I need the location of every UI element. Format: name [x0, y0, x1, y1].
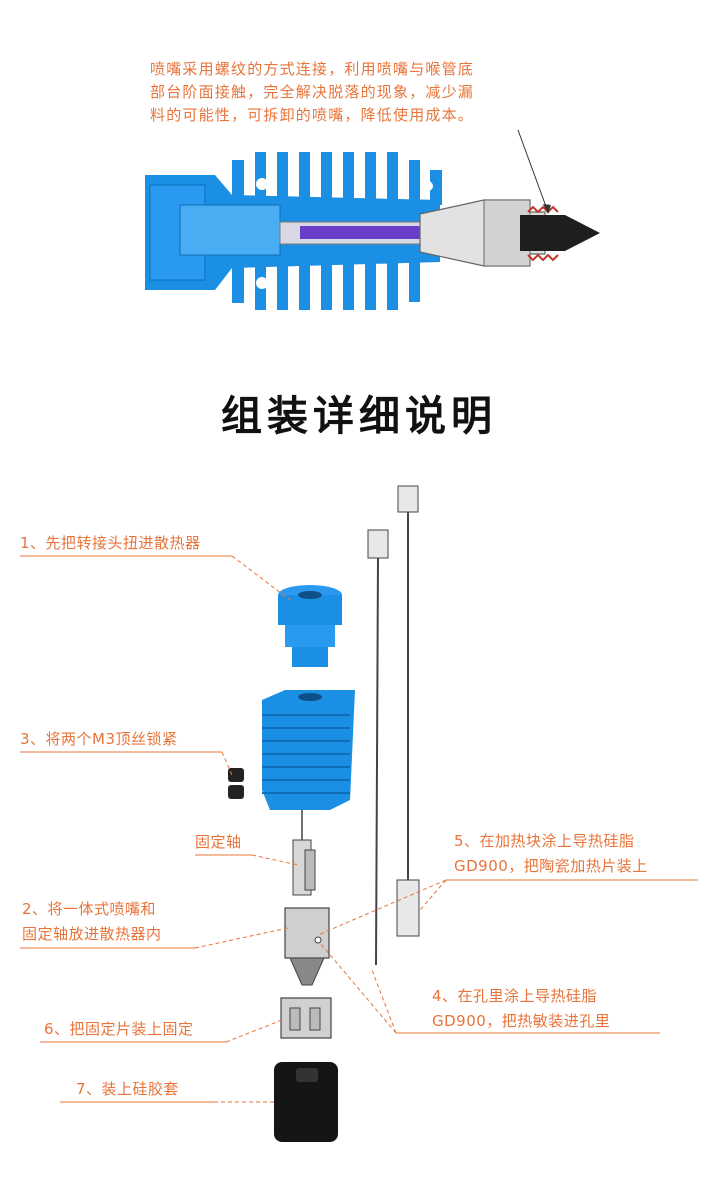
step-3-label: 3、将两个M3顶丝锁紧	[20, 730, 178, 748]
step-2-label-line-1: 2、将一体式喷嘴和	[22, 900, 157, 918]
intro-line: 部台阶面接触，完全解决脱落的现象，减少漏	[150, 83, 475, 101]
step-7-label: 7、装上硅胶套	[76, 1080, 180, 1098]
callout-leader-lines	[20, 555, 698, 1103]
step-2-label-line-2: 固定轴放进散热器内	[22, 925, 162, 943]
step-4-label-line-2: GD900，把热敏装进孔里	[432, 1012, 611, 1030]
step-4-label-line-1: 4、在孔里涂上导热硅脂	[432, 987, 598, 1005]
section-title: 组装详细说明	[221, 392, 497, 440]
intro-line: 料的可能性，可拆卸的喷嘴，降低使用成本。	[150, 106, 475, 124]
step-6-label: 6、把固定片装上固定	[44, 1020, 194, 1038]
intro-text: 喷嘴采用螺纹的方式连接，利用喷嘴与喉管底 部台阶面接触，完全解决脱落的现象，减少…	[150, 58, 570, 127]
step-1-label: 1、先把转接头扭进散热器	[20, 534, 201, 552]
exploded-assembly-illustration	[228, 485, 420, 1142]
step-5-label-line-2: GD900，把陶瓷加热片装上	[454, 857, 648, 875]
intro-line: 喷嘴采用螺纹的方式连接，利用喷嘴与喉管底	[150, 60, 475, 78]
intro-leader-line	[517, 129, 549, 213]
step-5-label-line-1: 5、在加热块涂上导热硅脂	[454, 832, 635, 850]
hotend-cross-section-illustration	[145, 129, 600, 310]
fixed-shaft-label: 固定轴	[195, 833, 242, 851]
